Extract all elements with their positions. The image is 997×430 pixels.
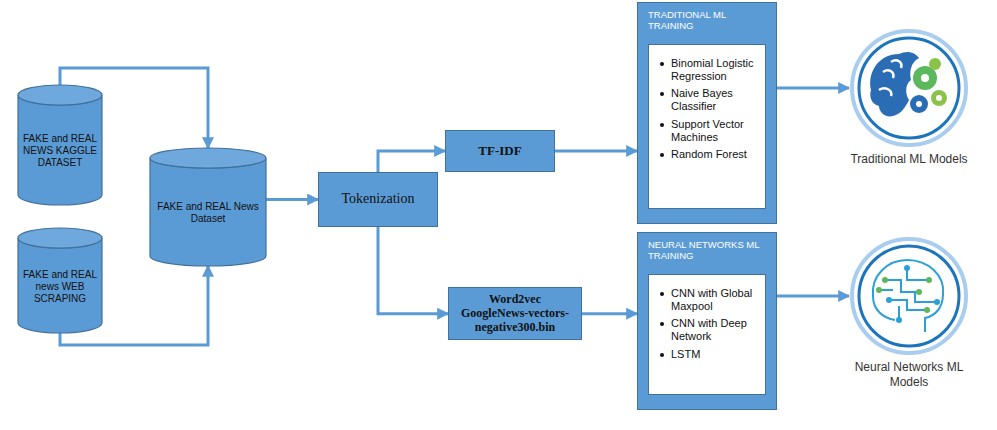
training-panel: NEURAL NETWORKS ML TRAINING CNN with Glob… xyxy=(637,232,777,410)
model-list-box: CNN with Global MaxpoolCNN with Deep Net… xyxy=(648,274,766,395)
cylinder-top xyxy=(150,148,266,168)
brain-gears-icon xyxy=(849,28,969,148)
list-item: Binomial Logistic Regression xyxy=(657,57,759,83)
list-item: Random Forest xyxy=(657,148,759,161)
model-icon-node: Neural Networks ML Models xyxy=(834,236,984,390)
node-label: FAKE and REAL News Dataset xyxy=(155,201,261,225)
model-list-box: Binomial Logistic RegressionNaive Bayes … xyxy=(648,44,766,209)
flow-arrow xyxy=(582,312,637,315)
list-item: Naive Bayes Classifier xyxy=(657,87,759,113)
node-label: TF-IDF xyxy=(478,144,521,159)
list-item: CNN with Global Maxpool xyxy=(657,287,759,313)
cylinder-top xyxy=(18,85,102,105)
cylinder-body xyxy=(18,238,102,333)
list-item: CNN with Deep Network xyxy=(657,317,759,343)
flow-arrow xyxy=(378,227,448,314)
model-icon-node: Traditional ML Models xyxy=(834,28,984,167)
node-label: Neural Networks ML Models xyxy=(834,360,984,390)
node-label: FAKE and REAL NEWS KAGGLE DATASET xyxy=(23,133,97,169)
process-box: TF-IDF xyxy=(445,130,555,172)
database-cylinder: FAKE and REAL News Dataset xyxy=(150,148,266,266)
process-box: Tokenization xyxy=(318,172,438,227)
node-label: FAKE and REAL news WEB SCRAPING xyxy=(23,269,97,305)
cylinder-body xyxy=(150,158,266,266)
training-panel: TRADITIONAL ML TRAINING Binomial Logistic… xyxy=(637,2,777,224)
flow-arrow xyxy=(555,150,637,153)
process-box: Word2vec GoogleNews-vectors-negative300.… xyxy=(448,287,582,340)
neural-brain-icon xyxy=(849,236,969,356)
panel-heading: NEURAL NETWORKS ML TRAINING xyxy=(648,239,766,262)
cylinder-top xyxy=(18,228,102,248)
cylinder-body xyxy=(18,95,102,205)
database-cylinder: FAKE and REAL NEWS KAGGLE DATASET xyxy=(18,85,102,205)
node-label: Traditional ML Models xyxy=(834,152,984,167)
flow-arrow xyxy=(378,151,445,172)
flow-arrow xyxy=(777,87,849,90)
node-label: Tokenization xyxy=(342,191,415,207)
flow-arrow xyxy=(266,198,318,201)
node-label: Word2vec GoogleNews-vectors-negative300.… xyxy=(455,293,575,334)
flow-arrow xyxy=(777,295,849,298)
list-item: Support Vector Machines xyxy=(657,118,759,144)
panel-heading: TRADITIONAL ML TRAINING xyxy=(648,9,766,32)
list-item: LSTM xyxy=(657,348,759,361)
database-cylinder: FAKE and REAL news WEB SCRAPING xyxy=(18,228,102,333)
